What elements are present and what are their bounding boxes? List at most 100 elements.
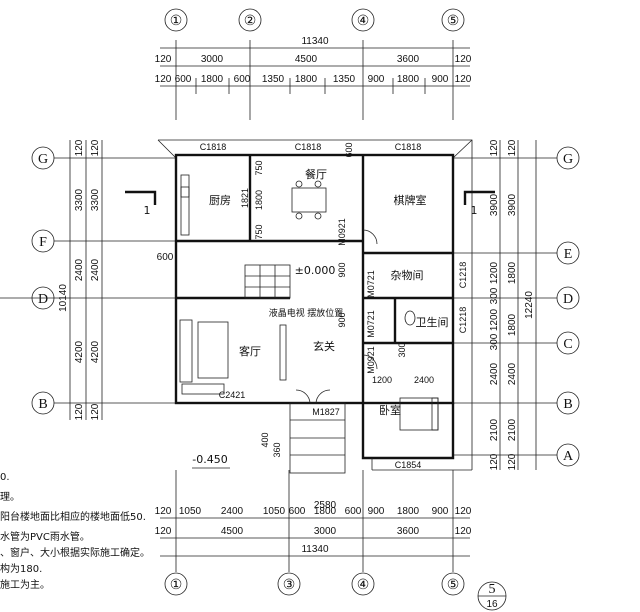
top-dimensions: 11340 120 3000 4500 3600 120 120 600 180… bbox=[155, 36, 472, 120]
dim-top-r2-9: 900 bbox=[432, 74, 449, 85]
page-marker: 5 16 bbox=[477, 581, 507, 611]
dim-left-r1-4: 120 bbox=[74, 403, 85, 420]
dim-right-r2-4: 2400 bbox=[507, 362, 518, 385]
dim-bottom-stair: 2580 bbox=[314, 500, 337, 511]
axis-5-top: ⑤ bbox=[447, 14, 460, 29]
dim-left-r2-4: 120 bbox=[90, 403, 101, 420]
tag-c2421: C2421 bbox=[219, 390, 246, 400]
dim-bot-r2-8: 1800 bbox=[397, 506, 420, 517]
axis-3-bottom: ③ bbox=[283, 578, 296, 593]
dim-bot-r1-0: 120 bbox=[155, 526, 172, 537]
dim-right-total: 12240 bbox=[524, 291, 535, 319]
right-dimensions: 120 3900 1200 300 1200 300 2400 2100 120… bbox=[489, 139, 537, 470]
dim-top-r1-1: 3000 bbox=[201, 54, 224, 65]
dim-left-r2-0: 120 bbox=[90, 139, 101, 156]
dim-bottom-total: 11340 bbox=[301, 544, 329, 555]
tag-m0921-bedroom: M0921 bbox=[366, 346, 376, 374]
walls bbox=[157, 139, 473, 474]
section-right: 1 bbox=[471, 204, 478, 217]
left-dimensions: 10140 120 3300 2400 4200 120 120 3300 24… bbox=[58, 139, 174, 420]
dim-right-r1-3: 300 bbox=[489, 287, 500, 304]
dim-750-b: 750 bbox=[254, 224, 264, 239]
tag-kitchen-window: 1821 bbox=[240, 188, 250, 208]
note-4: 、窗户、大小根据实际施工确定。 bbox=[0, 546, 150, 559]
opening-tags: C1818 C1818 C1818 600 C2421 C1854 M1827 … bbox=[192, 142, 468, 470]
axis-c-right: C bbox=[563, 337, 572, 352]
tag-c1818-dining: C1818 bbox=[295, 142, 322, 152]
dim-bot-r2-6: 600 bbox=[345, 506, 362, 517]
axis-a-right: A bbox=[563, 449, 574, 464]
dim-bot-r2-3: 1050 bbox=[263, 506, 286, 517]
dim-bot-r2-5: 1800 bbox=[314, 506, 337, 517]
dim-top-r1-2: 4500 bbox=[295, 54, 318, 65]
dim-900-b: 900 bbox=[337, 312, 347, 327]
bottom-axis-bubbles: ① ③ ④ ⑤ bbox=[164, 572, 465, 596]
axis-2-top: ② bbox=[244, 14, 257, 29]
dim-bot-r2-7: 900 bbox=[368, 506, 385, 517]
axis-4-bottom: ④ bbox=[357, 578, 370, 593]
dim-400: 400 bbox=[260, 432, 270, 447]
top-axis-bubbles: ① ② ④ ⑤ bbox=[164, 8, 465, 32]
dim-360: 360 bbox=[272, 442, 282, 457]
dim-bot-r2-0: 120 bbox=[155, 506, 172, 517]
axis-g-left: G bbox=[38, 152, 48, 167]
dim-bot-r1-2: 3000 bbox=[314, 526, 337, 537]
dim-2400: 2400 bbox=[414, 375, 434, 385]
room-chess: 棋牌室 bbox=[394, 193, 427, 207]
note-5: 构为180. bbox=[0, 562, 42, 575]
tag-c1854: C1854 bbox=[395, 460, 422, 470]
notes: 0. 理。 阳台楼地面比相应的楼地面低50. 水管为PVC雨水管。 、窗户、大小… bbox=[0, 472, 150, 591]
dim-600-left: 600 bbox=[157, 252, 174, 263]
dim-left-r1-3: 4200 bbox=[74, 340, 85, 363]
dim-bot-r2-2: 2400 bbox=[221, 506, 244, 517]
dim-right-r1-7: 2100 bbox=[489, 418, 500, 441]
room-labels: 厨房 餐厅 棋牌室 杂物间 卫生间 客厅 玄关 卧室 bbox=[209, 167, 449, 417]
room-dining: 餐厅 bbox=[305, 167, 327, 181]
note-1: 理。 bbox=[0, 491, 20, 503]
dim-left-r1-0: 120 bbox=[74, 139, 85, 156]
section-markers: 1 1 bbox=[125, 190, 495, 217]
dim-top-r2-5: 1800 bbox=[295, 74, 318, 85]
axis-b-left: B bbox=[38, 397, 47, 412]
dim-left-r1-1: 3300 bbox=[74, 188, 85, 211]
tag-c1218-storage: C1218 bbox=[458, 262, 468, 289]
dim-top-r2-0: 120 bbox=[155, 74, 172, 85]
dim-right-r2-0: 120 bbox=[507, 139, 518, 156]
dim-right-r1-6: 2400 bbox=[489, 362, 500, 385]
tag-m0721-bath: M0721 bbox=[366, 310, 376, 338]
dim-left-r2-2: 2400 bbox=[90, 258, 101, 281]
dim-300: 300 bbox=[397, 342, 407, 357]
room-living: 客厅 bbox=[239, 344, 261, 358]
room-bedroom: 卧室 bbox=[379, 403, 401, 417]
dim-900-a: 900 bbox=[337, 262, 347, 277]
room-foyer: 玄关 bbox=[313, 339, 335, 353]
dim-right-r2-2: 1800 bbox=[507, 261, 518, 284]
page-number: 5 bbox=[489, 582, 496, 597]
note-6: 施工为主。 bbox=[0, 578, 50, 591]
axis-g-right: G bbox=[563, 152, 573, 167]
dim-bot-r1-4: 120 bbox=[455, 526, 472, 537]
dim-top-r1-0: 120 bbox=[155, 54, 172, 65]
left-axis-bubbles: G F D B bbox=[0, 146, 176, 415]
room-kitchen: 厨房 bbox=[209, 194, 231, 207]
dim-left-total: 10140 bbox=[58, 284, 69, 312]
tag-c1818-kitchen: C1818 bbox=[200, 142, 227, 152]
dim-right-r2-5: 2100 bbox=[507, 418, 518, 441]
tag-m0921-chess: M0921 bbox=[337, 218, 347, 246]
note-2: 阳台楼地面比相应的楼地面低50. bbox=[0, 510, 146, 523]
axis-1-top: ① bbox=[170, 14, 183, 29]
dim-left-r2-1: 3300 bbox=[90, 188, 101, 211]
dim-600-top: 600 bbox=[344, 142, 354, 157]
dim-bot-r1-3: 3600 bbox=[397, 526, 420, 537]
dim-top-r2-10: 120 bbox=[455, 74, 472, 85]
tag-m0721-storage: M0721 bbox=[366, 270, 376, 298]
tag-m1827: M1827 bbox=[312, 407, 340, 417]
dim-right-r1-5: 300 bbox=[489, 333, 500, 350]
axis-e-right: E bbox=[564, 247, 573, 262]
dim-right-r1-0: 120 bbox=[489, 139, 500, 156]
bottom-dimensions: 2580 120 1050 2400 1050 600 1800 600 900… bbox=[155, 470, 472, 572]
tag-c1818-chess: C1818 bbox=[395, 142, 422, 152]
dim-top-r1-3: 3600 bbox=[397, 54, 420, 65]
dim-right-r1-2: 1200 bbox=[489, 261, 500, 284]
